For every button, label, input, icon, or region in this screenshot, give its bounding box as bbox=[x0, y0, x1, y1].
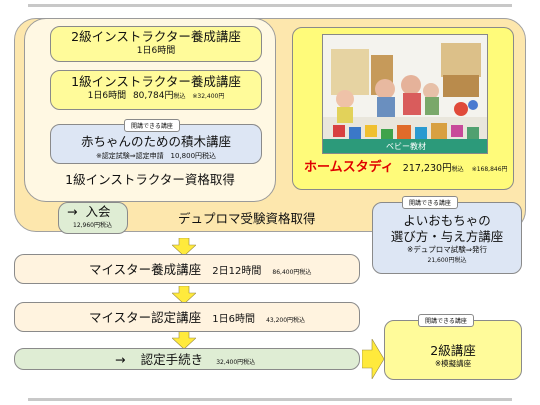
home-study-price: 217,230円 bbox=[403, 163, 452, 174]
course-meister-cert-duration: 1日6時間 bbox=[212, 314, 255, 325]
photo-caption: ベビー教材 bbox=[386, 142, 426, 151]
enrollment-arrow: → bbox=[67, 204, 77, 219]
enrollment-box: → 入会 12,960円税込 bbox=[58, 202, 128, 234]
course-1kyu-instructor-title: 1級インストラクター養成講座 bbox=[51, 74, 261, 90]
course-2kyu-tag: 開講できる講座 bbox=[418, 314, 474, 327]
enrollment-label: 入会 bbox=[85, 204, 110, 219]
course-meister-training-box: マイスター養成講座 2日12時間 86,400円税込 bbox=[14, 254, 360, 284]
home-study-tax: 税込 bbox=[452, 166, 464, 173]
cert-procedure-box: → 認定手続き 32,400円税込 bbox=[14, 348, 360, 370]
course-toys-tag: 開講できる講座 bbox=[402, 196, 458, 209]
course-1kyu-instructor-duration: 1日6時間 bbox=[88, 91, 126, 101]
bottom-divider bbox=[28, 398, 512, 401]
course-2kyu-instructor-box: 2級インストラクター養成講座 1日6時間 bbox=[50, 26, 262, 62]
course-blocks-tag: 開講できる講座 bbox=[124, 119, 180, 132]
course-1kyu-instructor-tax: 税込 bbox=[173, 93, 185, 100]
course-meister-cert-price: 43,200円税込 bbox=[266, 317, 305, 324]
home-study-title: ホームスタディ bbox=[304, 160, 394, 175]
course-2kyu-instructor-title: 2級インストラクター養成講座 bbox=[51, 29, 261, 45]
baby-toys-photo: ベビー教材 bbox=[322, 34, 488, 154]
home-study-line: ホームスタディ 217,230円税込 ※168,846円 bbox=[304, 156, 508, 175]
top-divider bbox=[28, 4, 512, 7]
course-blocks-note: ※認定試験⇒認定申請 bbox=[96, 152, 164, 160]
course-meister-training-title: マイスター養成講座 bbox=[89, 262, 201, 277]
course-1kyu-instructor-price: 80,784円 bbox=[133, 91, 174, 101]
toys-illustration bbox=[323, 35, 488, 154]
course-2kyu-title: 2級講座 bbox=[385, 343, 521, 359]
diploma-label: デュプロマ受験資格取得 bbox=[178, 211, 316, 227]
course-meister-training-duration: 2日12時間 bbox=[212, 266, 261, 277]
arrow-right-icon bbox=[362, 339, 384, 379]
course-meister-cert-box: マイスター認定講座 1日6時間 43,200円税込 bbox=[14, 302, 360, 332]
course-2kyu-box: 2級講座 ※模擬講座 bbox=[384, 320, 522, 380]
home-study-note: ※168,846円 bbox=[472, 166, 508, 173]
course-blocks-title: 赤ちゃんのための積木講座 bbox=[51, 134, 261, 150]
course-toys-title-1: よいおもちゃの bbox=[373, 213, 521, 229]
course-meister-training-price: 86,400円税込 bbox=[272, 269, 311, 276]
course-blocks-price: 10,800円税込 bbox=[171, 152, 217, 160]
cert-procedure-title: 認定手続き bbox=[141, 352, 204, 367]
certificate-1kyu-label: 1級インストラクター資格取得 bbox=[24, 172, 276, 188]
course-1kyu-instructor-box: 1級インストラクター養成講座 1日6時間 80,784円税込 ※32,400円 bbox=[50, 70, 262, 110]
cert-procedure-arrow: → bbox=[115, 352, 125, 367]
course-1kyu-instructor-note: ※32,400円 bbox=[192, 93, 224, 100]
arrow-down-3-icon bbox=[172, 331, 196, 349]
course-toys-title-2: 選び方・与え方講座 bbox=[373, 229, 521, 245]
enrollment-price: 12,960円税込 bbox=[73, 220, 127, 229]
course-meister-cert-title: マイスター認定講座 bbox=[89, 310, 201, 325]
course-toys-box: よいおもちゃの 選び方・与え方講座 ※デュプロマ試験⇒発行 21,600円税込 bbox=[372, 202, 522, 274]
course-toys-price: 21,600円税込 bbox=[373, 255, 521, 264]
photo-caption-bar: ベビー教材 bbox=[323, 139, 488, 154]
course-2kyu-instructor-duration: 1日6時間 bbox=[51, 45, 261, 57]
cert-procedure-price: 32,400円税込 bbox=[216, 359, 255, 366]
course-toys-note: ※デュプロマ試験⇒発行 bbox=[373, 245, 521, 255]
course-2kyu-note: ※模擬講座 bbox=[385, 359, 521, 369]
